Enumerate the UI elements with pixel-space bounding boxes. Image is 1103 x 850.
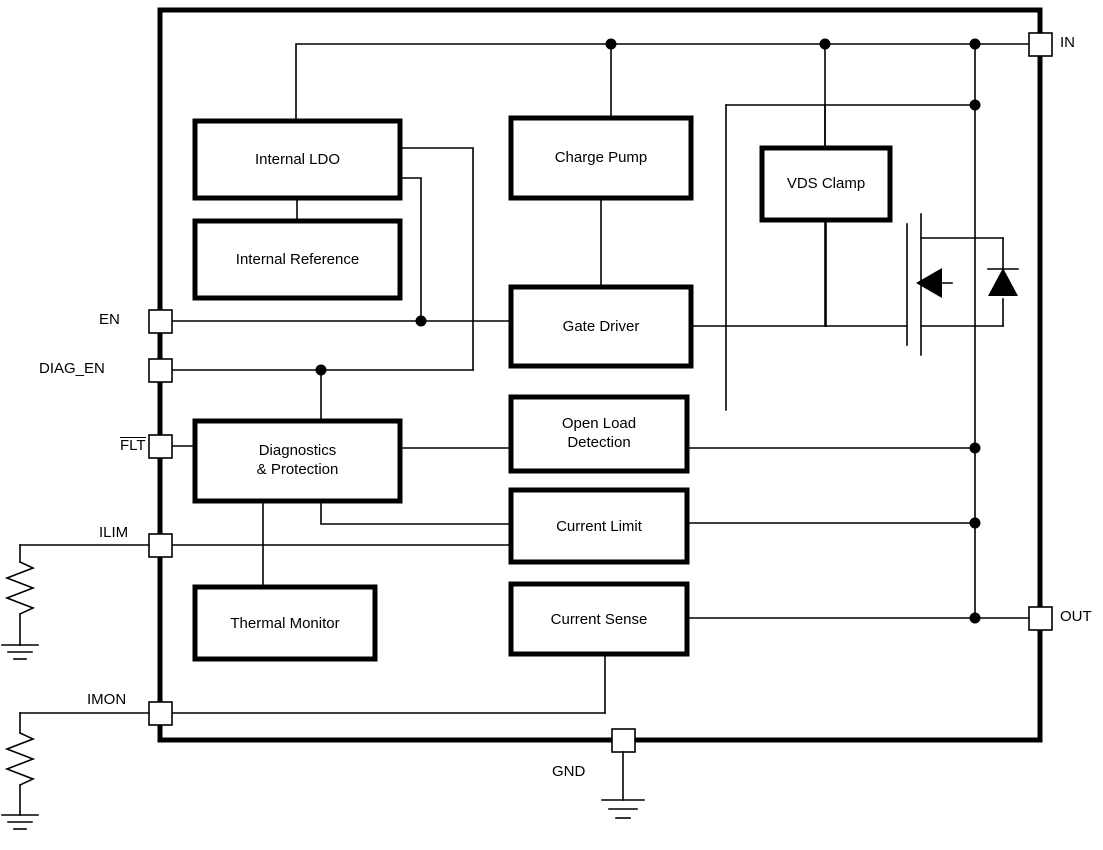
external-ilim-network [1,544,150,660]
pin-square-out [1028,606,1053,631]
block-label-diagnostics: Diagnostics & Protection [256,442,339,478]
net-diag-en [172,369,474,422]
external-gnd-symbol [601,751,645,819]
net-ldo-outputs [296,147,474,371]
pin-label-gnd: GND [552,763,586,780]
block-rect-current-sense [508,581,690,657]
external-imon-network [1,712,150,830]
net-current-sense-out [686,325,1031,619]
block-rect-internal-reference [192,218,403,301]
block-label-charge-pump: Charge Pump [554,149,648,166]
block-rect-current-limit [508,487,690,565]
block-label-vds-clamp: VDS Clamp [786,175,866,192]
block-rect-thermal-monitor [192,584,378,662]
net-diagnostics-outputs [262,447,512,588]
pin-label-ilim: ILIM [99,524,129,541]
pin-label-flt-text: FLT [120,437,146,454]
block-label-internal-ldo: Internal LDO [254,151,341,168]
pin-square-flt [148,434,173,459]
block-label-gate-driver: Gate Driver [562,318,640,335]
pin-square-ilim [148,533,173,558]
pin-square-imon [148,701,173,726]
pin-label-in: IN [1060,34,1075,51]
block-rect-open-load-detection [508,394,690,474]
body-diode-triangle [988,268,1018,296]
junction-dots [315,38,981,624]
net-imon [172,653,606,714]
block-rect-internal-ldo [192,118,403,201]
block-rect-vds-clamp [759,145,893,223]
functional-block-rects [192,115,893,662]
pin-label-en: EN [99,311,120,328]
block-rect-gate-driver [508,284,694,369]
block-label-open-load-detection: Open Load Detection [561,415,637,451]
pin-squares [148,32,1053,753]
block-label-thermal-monitor: Thermal Monitor [230,615,340,632]
pin-square-in [1028,32,1053,57]
pin-label-out: OUT [1060,608,1092,625]
block-label-current-limit: Current Limit [556,518,642,535]
block-rect-charge-pump [508,115,694,201]
mosfet-channel-arrow [916,268,942,298]
pin-label-flt: FLT [120,437,146,454]
block-label-current-sense: Current Sense [550,611,648,628]
power-mosfet [906,213,1019,356]
pin-label-diag-en: DIAG_EN [39,360,105,377]
pin-square-gnd [611,728,636,753]
pin-label-imon: IMON [87,691,127,708]
pin-square-en [148,309,173,334]
block-label-internal-reference: Internal Reference [235,251,360,268]
block-rect-diagnostics [192,418,403,504]
net-vds-clamp [824,104,827,327]
pin-square-diag-en [148,358,173,383]
